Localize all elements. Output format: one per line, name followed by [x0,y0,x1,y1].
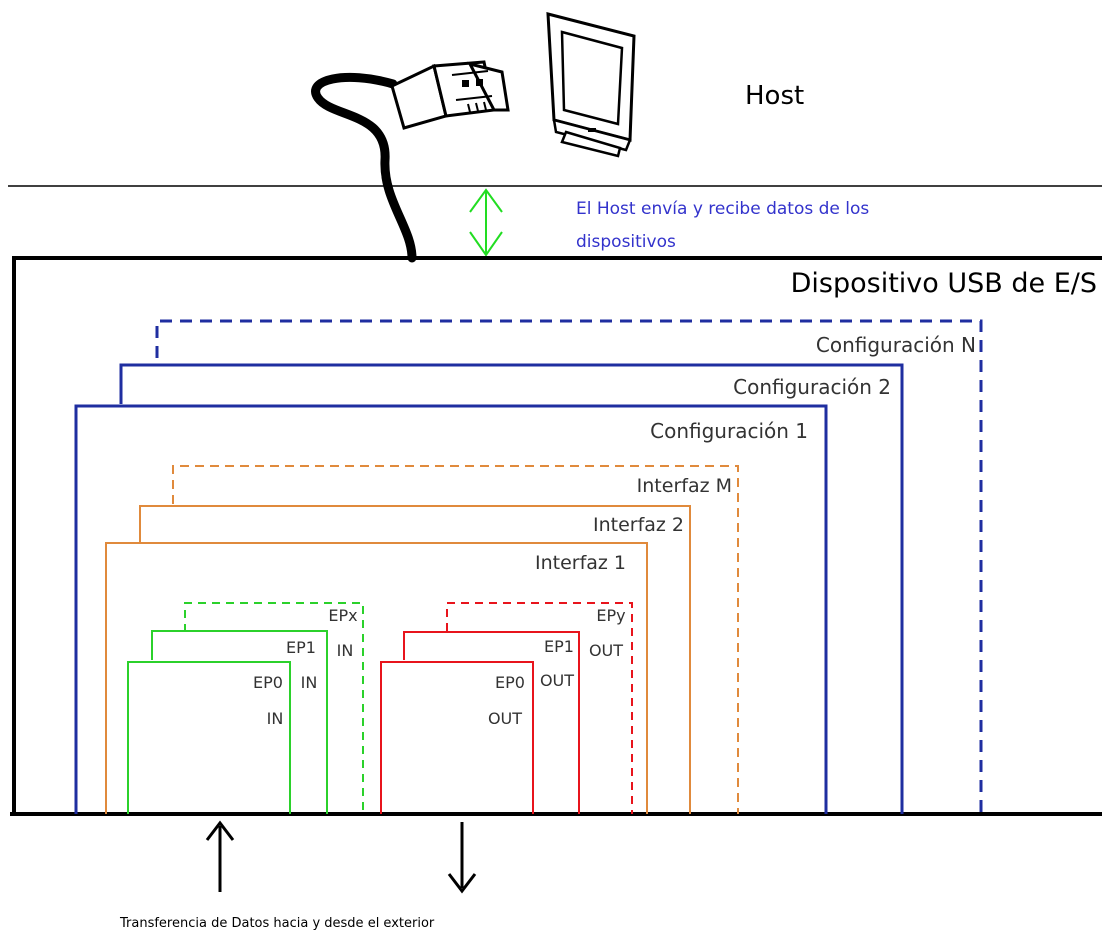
interface-m-box [172,465,739,814]
footer-label: Transferencia de Datos hacia y desde el … [119,916,435,931]
endpoint-epx-label: EPx [328,606,357,625]
interface-m-label: Interfaz M [637,475,732,497]
host-note-line-2: dispositivos [576,232,676,252]
arrow-down-icon [447,822,477,894]
endpoint-ep1-out-box [403,631,580,814]
endpoint-ep0-in-box [127,661,291,814]
endpoint-ep0-out-label: EP0 [495,673,525,692]
bidirectional-arrow-icon [469,188,503,257]
interface-1-label: Interfaz 1 [535,552,626,574]
configuration-n-box [155,319,983,814]
endpoint-epx-direction: IN [337,641,354,660]
endpoint-epx-in-box [184,602,364,814]
arrow-up-icon [205,820,235,892]
endpoint-epy-label: EPy [596,606,625,625]
configuration-2-label: Configuración 2 [733,375,891,399]
endpoint-ep1-out-label: EP1 [544,637,574,656]
usb-plug-icon [390,60,510,130]
interface-2-box [139,505,691,814]
device-frame [12,256,1102,814]
endpoint-ep0-out-box [380,661,534,814]
endpoint-ep0-in-label: EP0 [253,673,283,692]
configuration-1-box [74,404,828,814]
endpoint-ep1-in-box [151,630,328,814]
configuration-n-label: Configuración N [816,333,976,357]
interface-2-label: Interfaz 2 [593,514,684,536]
endpoint-ep0-out-direction: OUT [488,709,522,728]
device-label: Dispositivo USB de E/S [791,268,1097,299]
endpoint-ep1-out-direction: OUT [540,671,574,690]
endpoint-ep0-in-direction: IN [267,709,284,728]
endpoint-epy-out-box [446,602,633,814]
monitor-icon [546,12,636,158]
configuration-2-box [119,363,904,814]
endpoint-epy-direction: OUT [589,641,623,660]
endpoint-ep1-in-label: EP1 [286,638,316,657]
host-label: Host [745,81,804,111]
endpoint-ep1-in-direction: IN [301,673,318,692]
configuration-1-label: Configuración 1 [650,419,808,443]
interface-1-box [105,542,648,814]
usb-cable [311,72,417,263]
host-note-line-1: El Host envía y recibe datos de los [576,199,869,219]
